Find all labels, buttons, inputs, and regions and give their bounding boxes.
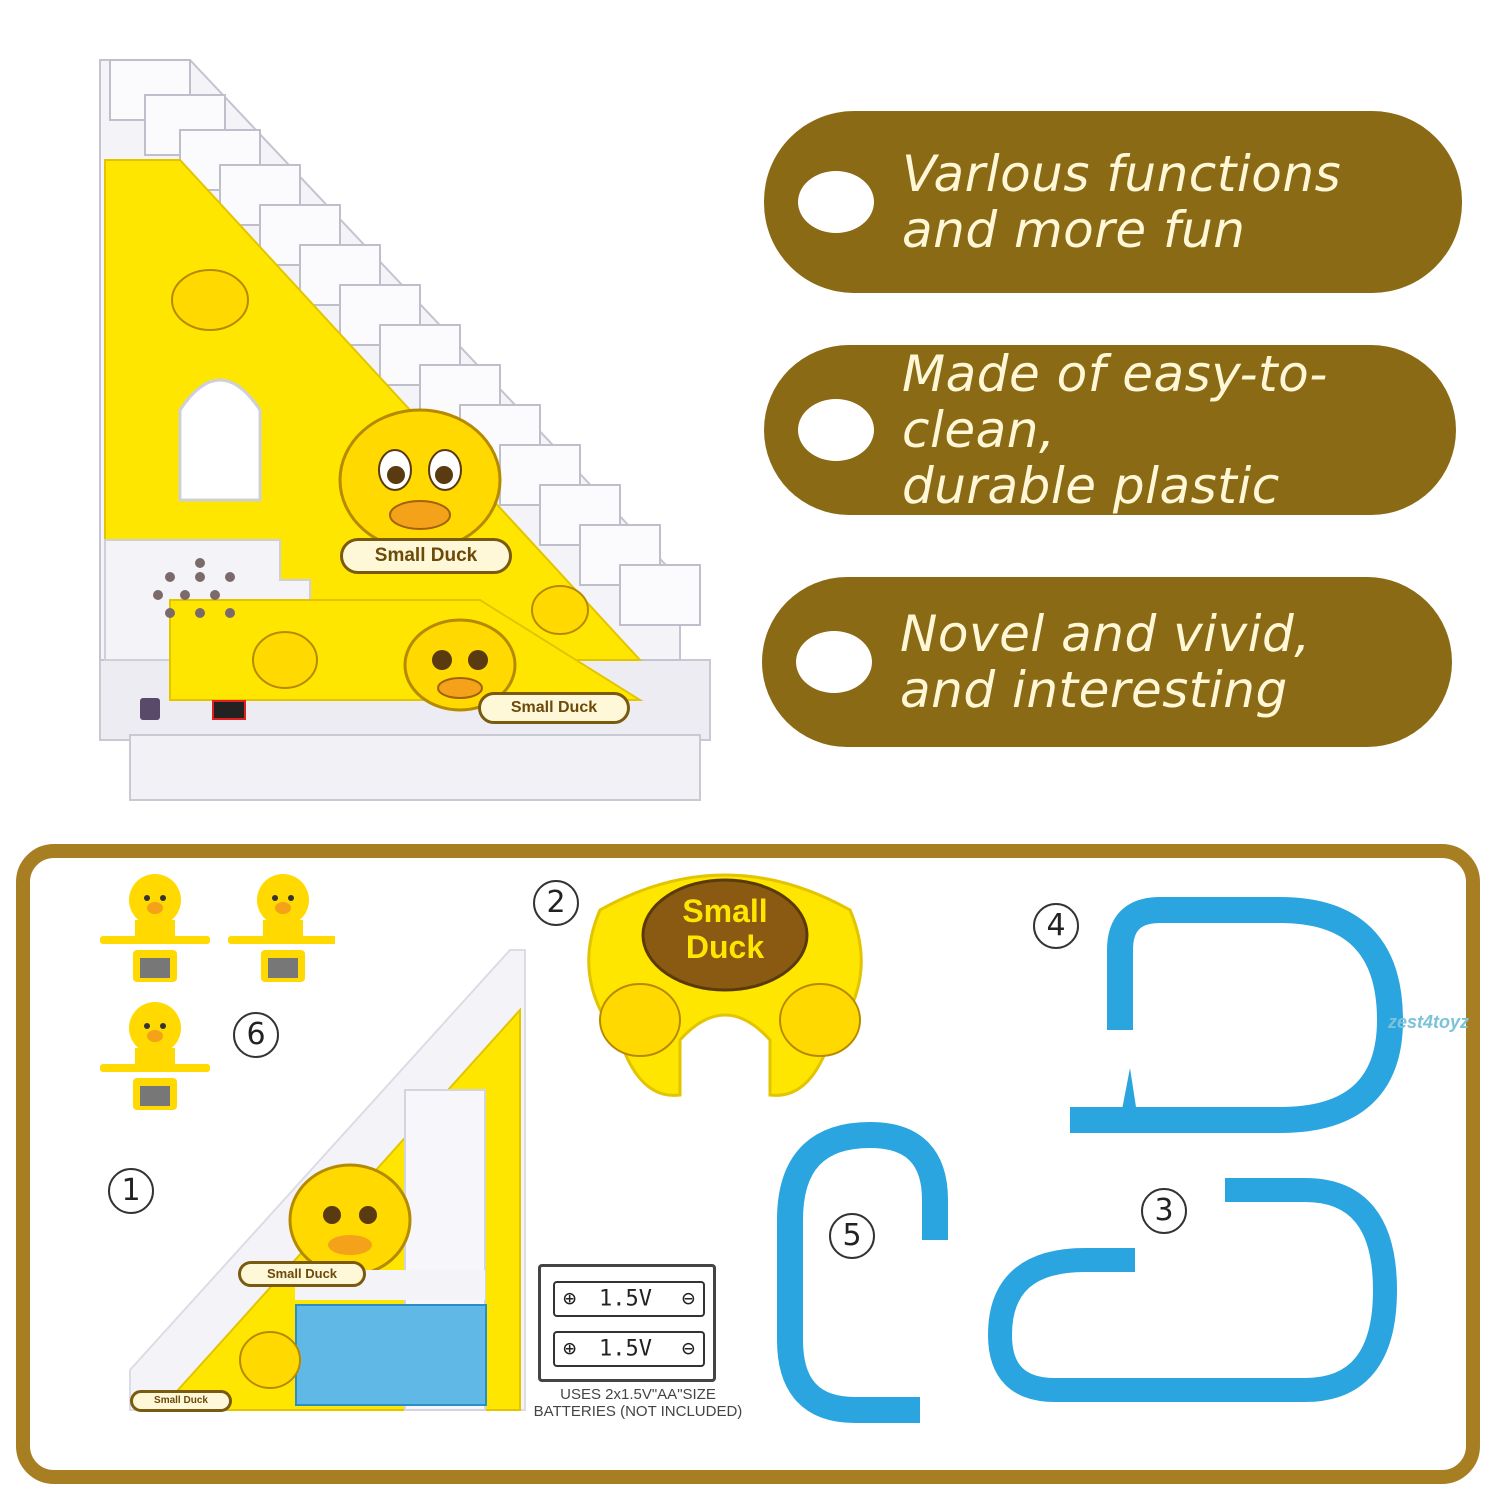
feature-tag-1: Varlous functions and more fun <box>764 111 1462 293</box>
mode-button[interactable] <box>140 698 160 720</box>
staircase-toy <box>80 20 720 820</box>
watermark: zest4toyz <box>1388 1012 1470 1032</box>
mini-product-label-main: Small Duck <box>238 1261 366 1287</box>
battery-icon: ⊕ 1.5V ⊖ <box>553 1331 705 1367</box>
feature-line-1: Made of easy-to-clean, <box>902 345 1328 459</box>
duck-figure-icon <box>100 874 335 1110</box>
board-label-line-1: Small <box>682 893 768 929</box>
track-piece-graphic <box>1070 897 1404 1133</box>
mini-product-label-base: Small Duck <box>130 1390 232 1412</box>
speaker-grille-icon <box>150 555 250 625</box>
staircase-toy-graphic <box>99 59 711 801</box>
duck-board-graphic <box>587 873 863 1097</box>
battery-cell-2-label: 1.5V <box>599 1336 652 1362</box>
part-number-3: 3 <box>1141 1188 1187 1234</box>
product-label-base: Small Duck <box>478 692 630 724</box>
part-number-1: 1 <box>108 1168 154 1214</box>
feature-line-1: Novel and vivid, <box>900 605 1311 663</box>
battery-cell-1-label: 1.5V <box>599 1286 652 1312</box>
part-4-track <box>1050 890 1420 1140</box>
track-piece-graphic <box>777 1121 948 1423</box>
battery-note: USES 2x1.5V"AA"SIZE BATTERIES (NOT INCLU… <box>508 1386 768 1420</box>
battery-compartment: ⊕ 1.5V ⊖ ⊕ 1.5V ⊖ <box>538 1264 716 1382</box>
part-number-6: 6 <box>233 1012 279 1058</box>
battery-note-line-2: BATTERIES (NOT INCLUDED) <box>533 1403 743 1420</box>
battery-icon: ⊕ 1.5V ⊖ <box>553 1281 705 1317</box>
part-number-4: 4 <box>1033 903 1079 949</box>
track-piece-graphic <box>987 1178 1398 1402</box>
tag-hole <box>796 631 872 693</box>
feature-line-2: and more fun <box>902 201 1246 259</box>
feature-line-1: Varlous functions <box>902 145 1342 203</box>
feature-line-2: durable plastic <box>902 457 1280 515</box>
tag-hole <box>798 171 874 233</box>
feature-tag-text: Varlous functions and more fun <box>902 146 1442 258</box>
board-label-line-2: Duck <box>685 929 765 965</box>
part-3-track <box>975 1160 1415 1430</box>
board-label: Small Duck <box>650 893 800 965</box>
product-label-main: Small Duck <box>340 538 512 574</box>
mini-staircase-graphic <box>129 949 526 1411</box>
part-number-2: 2 <box>533 880 579 926</box>
power-switch-icon[interactable] <box>212 700 246 720</box>
feature-tag-2: Made of easy-to-clean, durable plastic <box>764 345 1456 515</box>
feature-tag-3: Novel and vivid, and interesting <box>762 577 1452 747</box>
part-5-track <box>760 1110 960 1440</box>
part-1-staircase <box>120 940 530 1420</box>
tag-hole <box>798 399 874 461</box>
battery-note-line-1: USES 2x1.5V"AA"SIZE <box>560 1386 716 1403</box>
feature-tag-text: Made of easy-to-clean, durable plastic <box>902 346 1436 514</box>
part-6-duck-figures <box>95 870 335 1120</box>
part-number-5: 5 <box>829 1213 875 1259</box>
feature-line-2: and interesting <box>900 661 1288 719</box>
part-2-board <box>570 860 880 1110</box>
feature-tag-text: Novel and vivid, and interesting <box>900 606 1432 718</box>
